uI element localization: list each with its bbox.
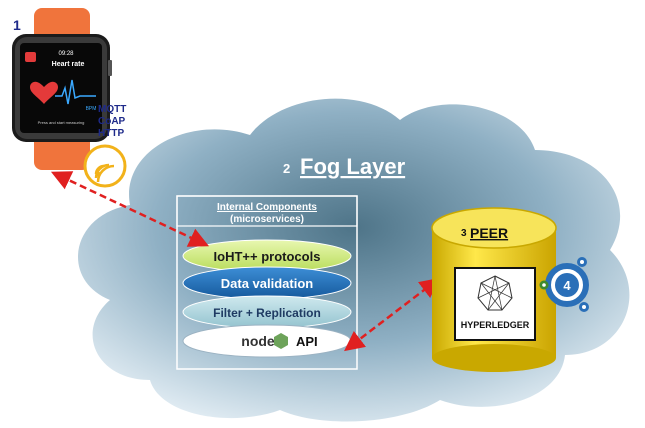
peer-step-number: 3: [461, 228, 467, 239]
components-subheader: (microservices): [230, 214, 304, 225]
protocol-http: HTTP: [98, 128, 124, 139]
wireless-signal-icon: [83, 144, 127, 188]
pill-protocols-label: IoHT++ protocols: [214, 249, 321, 264]
smartwatch-icon: [12, 8, 112, 170]
pill-validation-label: Data validation: [221, 276, 314, 291]
api-label: API: [296, 334, 318, 349]
gear-icon: [539, 257, 589, 312]
watch-step-number: 1: [13, 17, 21, 33]
api-to-peer-arrow: [344, 277, 440, 352]
node-logo: node: [241, 333, 275, 349]
fog-step-number: 2: [283, 161, 290, 176]
badge-step-number: 4: [563, 278, 571, 293]
protocol-coap: CoAP: [98, 116, 126, 127]
fog-layer-title: Fog Layer: [300, 154, 406, 179]
consensus-badge-icon: [545, 263, 589, 307]
hyperledger-label: HYPERLEDGER: [461, 320, 530, 330]
hyperledger-logo: [454, 267, 536, 341]
peer-title: PEER: [470, 225, 508, 241]
watch-unit: BPM: [86, 106, 97, 112]
watch-time: 09:28: [58, 51, 74, 57]
watch-screen-title: Heart rate: [52, 61, 85, 68]
watch-to-protocols-arrow: [50, 171, 210, 247]
watch-hint: Press and start measuring: [38, 120, 85, 125]
protocol-mqtt: MQTT: [98, 104, 126, 115]
nodejs-hexagon-icon: [274, 333, 288, 349]
pill-filter-label: Filter + Replication: [213, 306, 321, 320]
components-header: Internal Components: [217, 202, 317, 213]
